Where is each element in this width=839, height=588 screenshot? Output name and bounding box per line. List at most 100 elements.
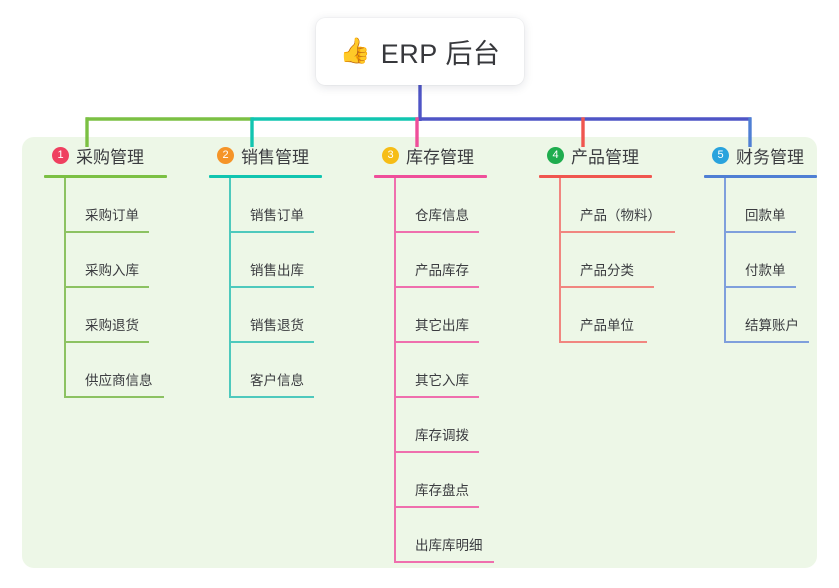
item-label: 产品单位: [580, 318, 634, 333]
item-stem-line: [724, 288, 726, 343]
column-rule-2: [209, 175, 322, 178]
diagram-panel: [22, 137, 817, 568]
column-badge-1: 1: [52, 146, 69, 164]
list-item[interactable]: 库存盘点: [382, 453, 527, 508]
column-header-2[interactable]: 2 销售管理: [197, 137, 362, 173]
item-label: 销售退货: [250, 318, 304, 333]
item-stem-line: [724, 233, 726, 288]
list-item[interactable]: 供应商信息: [52, 343, 197, 398]
column-items-2: 销售订单销售出库销售退货客户信息: [197, 178, 362, 398]
column-badge-4: 4: [547, 146, 564, 164]
item-rule: [724, 341, 809, 343]
item-label: 仓库信息: [415, 208, 469, 223]
item-label: 采购退货: [85, 318, 139, 333]
list-item[interactable]: 出库库明细: [382, 508, 527, 563]
list-item[interactable]: 产品库存: [382, 233, 527, 288]
item-rule: [394, 506, 479, 508]
item-rule: [64, 396, 164, 398]
item-stem-line: [394, 178, 396, 233]
column-2: 2 销售管理销售订单销售出库销售退货客户信息: [197, 137, 362, 398]
column-title-5: 财务管理: [736, 147, 804, 167]
item-rule: [229, 396, 314, 398]
column-badge-2: 2: [217, 146, 234, 164]
column-items-1: 采购订单采购入库采购退货供应商信息: [32, 178, 197, 398]
column-badge-3: 3: [382, 146, 399, 164]
list-item[interactable]: 采购退货: [52, 288, 197, 343]
column-rule-1: [44, 175, 167, 178]
item-stem-line: [64, 288, 66, 343]
list-item[interactable]: 产品（物料）: [547, 178, 692, 233]
item-rule: [229, 341, 314, 343]
column-rule-4: [539, 175, 652, 178]
item-rule: [394, 341, 479, 343]
item-rule: [64, 341, 149, 343]
list-item[interactable]: 结算账户: [712, 288, 839, 343]
column-items-3: 仓库信息产品库存其它出库其它入库库存调拨库存盘点出库库明细: [362, 178, 527, 563]
item-label: 其它出库: [415, 318, 469, 333]
item-rule: [559, 341, 647, 343]
item-rule: [394, 396, 479, 398]
list-item[interactable]: 仓库信息: [382, 178, 527, 233]
list-item[interactable]: 销售订单: [217, 178, 362, 233]
item-rule: [64, 286, 149, 288]
column-header-5[interactable]: 5 财务管理: [692, 137, 839, 173]
item-rule: [394, 561, 494, 563]
item-label: 库存盘点: [415, 483, 469, 498]
item-rule: [64, 231, 149, 233]
item-rule: [229, 231, 314, 233]
list-item[interactable]: 付款单: [712, 233, 839, 288]
item-stem-line: [394, 343, 396, 398]
item-rule: [724, 286, 796, 288]
item-stem-line: [64, 178, 66, 233]
list-item[interactable]: 其它出库: [382, 288, 527, 343]
list-item[interactable]: 产品分类: [547, 233, 692, 288]
column-items-4: 产品（物料） 产品分类产品单位: [527, 178, 692, 343]
item-label: 销售出库: [250, 263, 304, 278]
item-label: 产品库存: [415, 263, 469, 278]
item-rule: [559, 286, 654, 288]
item-rule: [559, 231, 675, 233]
list-item[interactable]: 采购入库: [52, 233, 197, 288]
item-label: 供应商信息: [85, 373, 153, 388]
list-item[interactable]: 其它入库: [382, 343, 527, 398]
thumbs-up-icon: 👍: [339, 37, 371, 65]
item-rule: [394, 451, 479, 453]
item-label: 产品分类: [580, 263, 634, 278]
item-label: 库存调拨: [415, 428, 469, 443]
item-label: 采购入库: [85, 263, 139, 278]
item-stem-line: [724, 178, 726, 233]
column-rule-3: [374, 175, 487, 178]
column-items-5: 回款单付款单结算账户: [692, 178, 839, 343]
item-label: 付款单: [745, 263, 786, 278]
list-item[interactable]: 采购订单: [52, 178, 197, 233]
list-item[interactable]: 客户信息: [217, 343, 362, 398]
list-item[interactable]: 销售出库: [217, 233, 362, 288]
list-item[interactable]: 销售退货: [217, 288, 362, 343]
item-label: 出库库明细: [415, 538, 483, 553]
item-rule: [229, 286, 314, 288]
item-label: 其它入库: [415, 373, 469, 388]
item-rule: [724, 231, 796, 233]
root-node-card[interactable]: 👍 ERP 后台: [316, 18, 524, 85]
list-item[interactable]: 产品单位: [547, 288, 692, 343]
column-title-2: 销售管理: [241, 147, 309, 167]
item-stem-line: [394, 453, 396, 508]
column-5: 5 财务管理回款单付款单结算账户: [692, 137, 839, 343]
item-stem-line: [229, 178, 231, 233]
list-item[interactable]: 库存调拨: [382, 398, 527, 453]
item-stem-line: [229, 343, 231, 398]
item-stem-line: [559, 178, 561, 233]
item-stem-line: [394, 508, 396, 563]
item-rule: [394, 231, 479, 233]
root-node-title: ERP 后台: [380, 39, 501, 69]
item-label: 客户信息: [250, 373, 304, 388]
list-item[interactable]: 回款单: [712, 178, 839, 233]
column-badge-5: 5: [712, 146, 729, 164]
